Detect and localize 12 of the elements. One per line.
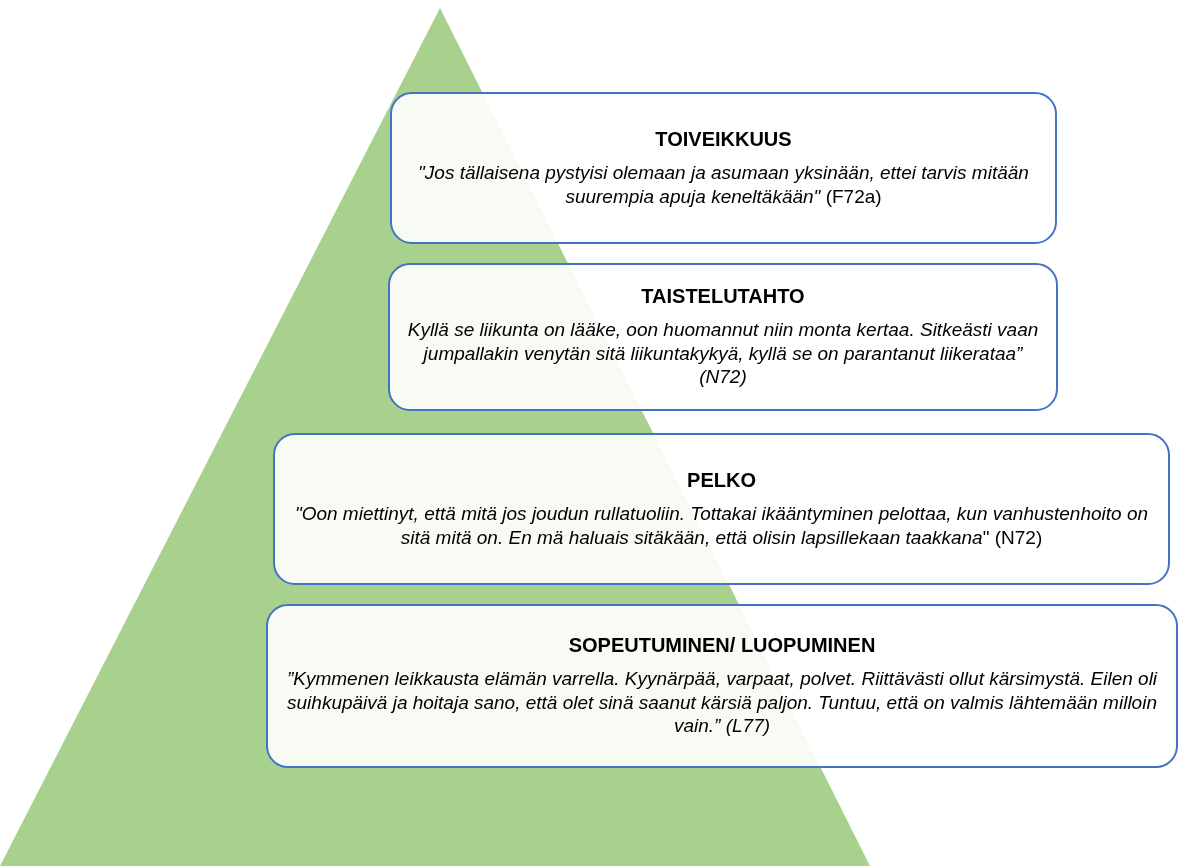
heading: TAISTELUTAHTO — [641, 284, 805, 308]
heading: PELKO — [687, 468, 756, 492]
heading: SOPEUTUMINEN/ LUOPUMINEN — [568, 633, 876, 657]
quote-box — [273, 433, 1170, 585]
quote-text: Kyllä se liikunta on lääke, oon huomannut niin monta kertaa. Sitkeästi vaan jumpallakin venytän sitä liikuntakykyä, kyllä se on parantanut liikerataa” (N72) — [406, 317, 1040, 390]
quote-box — [388, 263, 1058, 411]
quote-text: "Jos tällaisena pystyisi olemaan ja asumaan yksinään, ettei tarvis mitään suurempia apuja keneltäkään" (F72a) — [417, 160, 1030, 209]
quote-box — [390, 92, 1057, 244]
quote-text: ”Kymmenen leikkausta elämän varrella. Kyynärpää, varpaat, polvet. Riittävästi ollut kärsimystä. Eilen oli suihkupäivä ja hoitaja sano, että olet sinä saanut kärsiä paljon. Tuntuu, että on valmis lähtemään milloin vain.” (L77) — [285, 666, 1159, 739]
quote-box — [266, 604, 1178, 768]
heading: TOIVEIKKUUS — [655, 127, 792, 151]
quote-text: "Oon miettinyt, että mitä jos joudun rullatuoliin. Tottakai ikääntyminen pelottaa, kun vanhustenhoito on sitä mitä on. En mä haluais sitäkään, että olisin lapsillekaan taakkana" (N72) — [293, 501, 1150, 550]
